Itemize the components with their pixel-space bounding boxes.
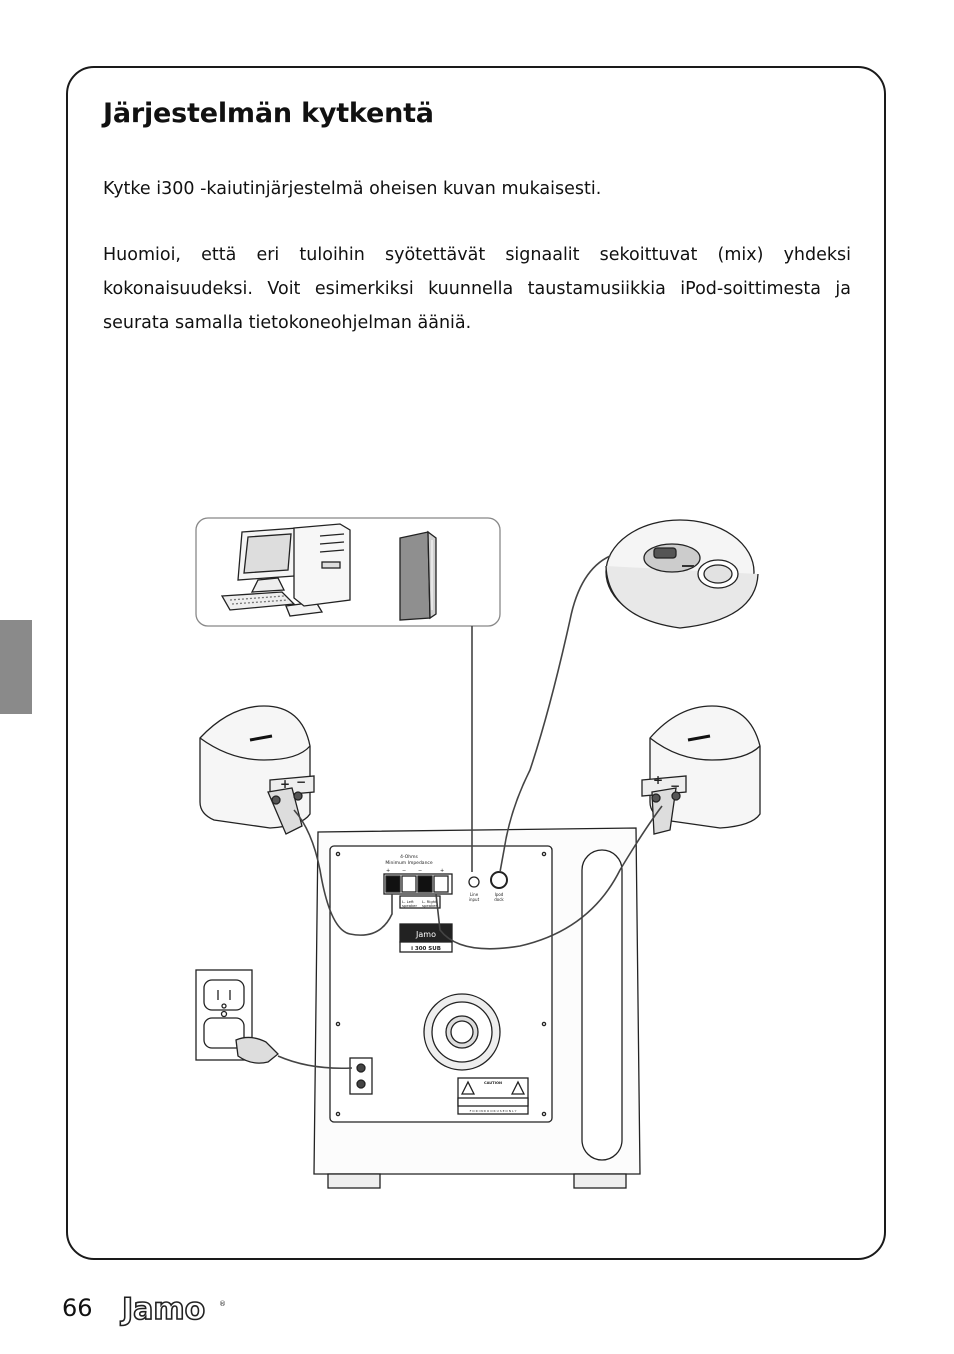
left-speaker-label-1: L- Left — [402, 899, 414, 904]
wall-outlet — [195, 969, 279, 1064]
subwoofer — [313, 827, 641, 1189]
right-speaker-label-2: speaker — [422, 903, 437, 908]
page-title: Järjestelmän kytkentä — [103, 98, 434, 129]
sub-model-label: i 300 SUB — [411, 946, 441, 952]
impedance-label-2: Minimum Impedance — [385, 860, 433, 866]
connection-diagram: 4-Ohms Minimum Impedance + − − + L- Left… — [195, 517, 761, 1189]
ipod-dock-label-2: dock — [494, 897, 504, 902]
cables — [277, 555, 663, 1070]
right-speaker-plus: + — [653, 773, 663, 787]
terminal-minus-left: − — [402, 868, 406, 874]
chapter-tab — [0, 620, 32, 714]
sub-brand-badge: Jamo — [415, 930, 436, 939]
computer-source-box — [195, 517, 501, 627]
left-speaker-plus: + — [280, 777, 290, 791]
right-speaker-label-1: L- Right — [422, 899, 437, 904]
left-speaker — [199, 705, 315, 835]
brand-registered-mark: ® — [219, 1300, 226, 1308]
line-input-label-1: Line — [470, 892, 479, 897]
indoor-use-label: F O R I N D O O R U S E O N L Y — [470, 1109, 517, 1113]
ipod-dock-label-1: Ipod — [495, 892, 504, 897]
terminal-minus-right: − — [418, 868, 422, 874]
page-number: 66 — [62, 1294, 93, 1322]
mix-note-paragraph: Huomioi, että eri tuloihin syötettävät s… — [103, 245, 851, 333]
ipod-dock — [605, 519, 759, 629]
left-speaker-minus: − — [296, 775, 306, 789]
left-speaker-label-2: speaker — [402, 903, 417, 908]
terminal-plus-right: + — [440, 868, 444, 874]
instruction-paragraph: Kytke i300 -kaiutinjärjestelmä oheisen k… — [103, 179, 602, 199]
line-input-label-2: input — [469, 897, 480, 902]
terminal-plus-left: + — [386, 868, 390, 874]
caution-label: CAUTION — [484, 1081, 502, 1085]
content-frame — [66, 66, 886, 1260]
right-speaker-minus: − — [670, 779, 680, 793]
brand-logo: Jamo — [121, 1291, 206, 1328]
impedance-label-1: 4-Ohms — [400, 854, 418, 860]
right-speaker — [641, 705, 761, 835]
